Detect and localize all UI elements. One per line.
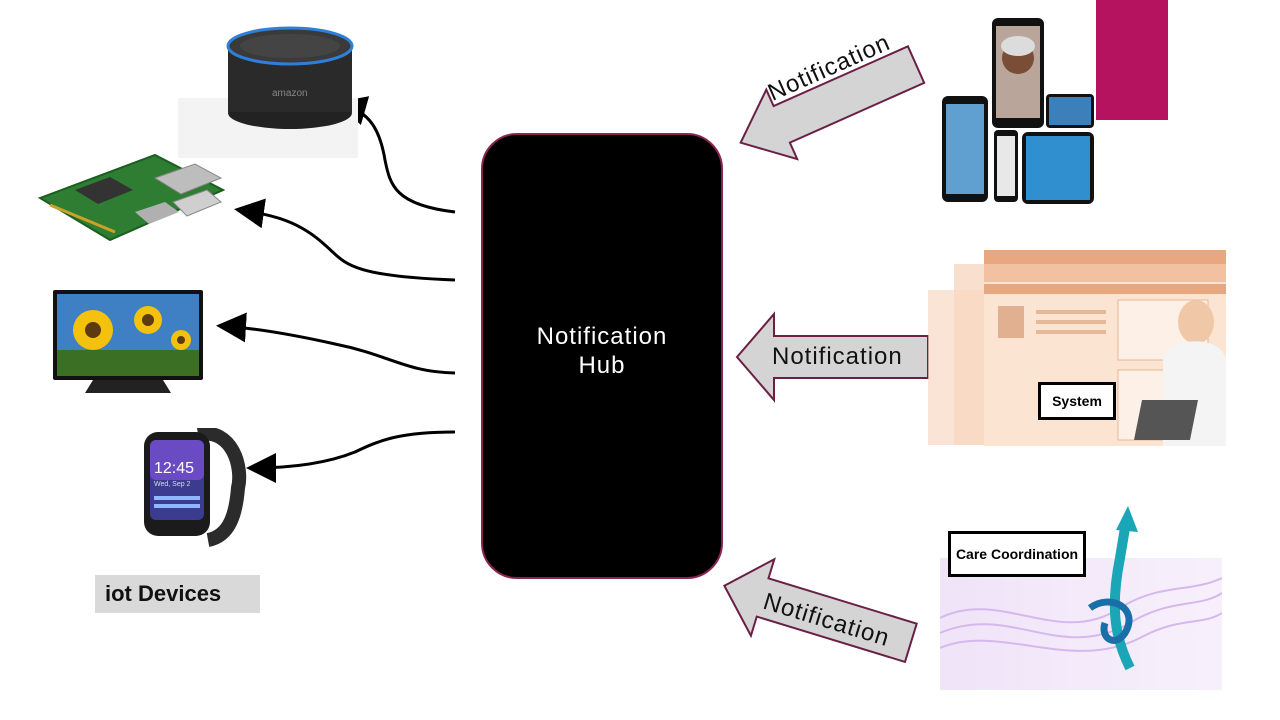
notification-arrow-top	[739, 44, 926, 161]
connector-to-raspberry-pi	[234, 198, 456, 282]
watch-time-text: 12:45	[154, 460, 194, 477]
connector-to-watch	[246, 430, 456, 483]
iot-devices-label: iot Devices	[95, 575, 260, 613]
notification-arrow-bottom	[723, 557, 918, 664]
notification-arrow-middle-label: Notification	[772, 343, 903, 370]
smartwatch-image: 12:45 Wed, Sep 2	[144, 428, 247, 547]
hub-label: Notification Hub	[536, 323, 668, 379]
ehr-system-image	[928, 250, 1226, 446]
connector-to-tv	[216, 312, 456, 375]
notification-hub: Notification Hub	[481, 133, 723, 579]
tv-image	[53, 290, 203, 393]
care-coordination-label: Care Coordination	[948, 531, 1086, 577]
echo-dot-image: amazon	[178, 26, 358, 158]
system-label: System	[1038, 382, 1116, 420]
connector-to-echo	[336, 96, 456, 214]
raspberry-pi-image	[37, 153, 225, 242]
echo-brand-text: amazon	[272, 88, 308, 99]
watch-date-text: Wed, Sep 2	[154, 481, 191, 488]
mobile-devices-image	[942, 0, 1168, 204]
care-coordination-image	[940, 506, 1222, 690]
